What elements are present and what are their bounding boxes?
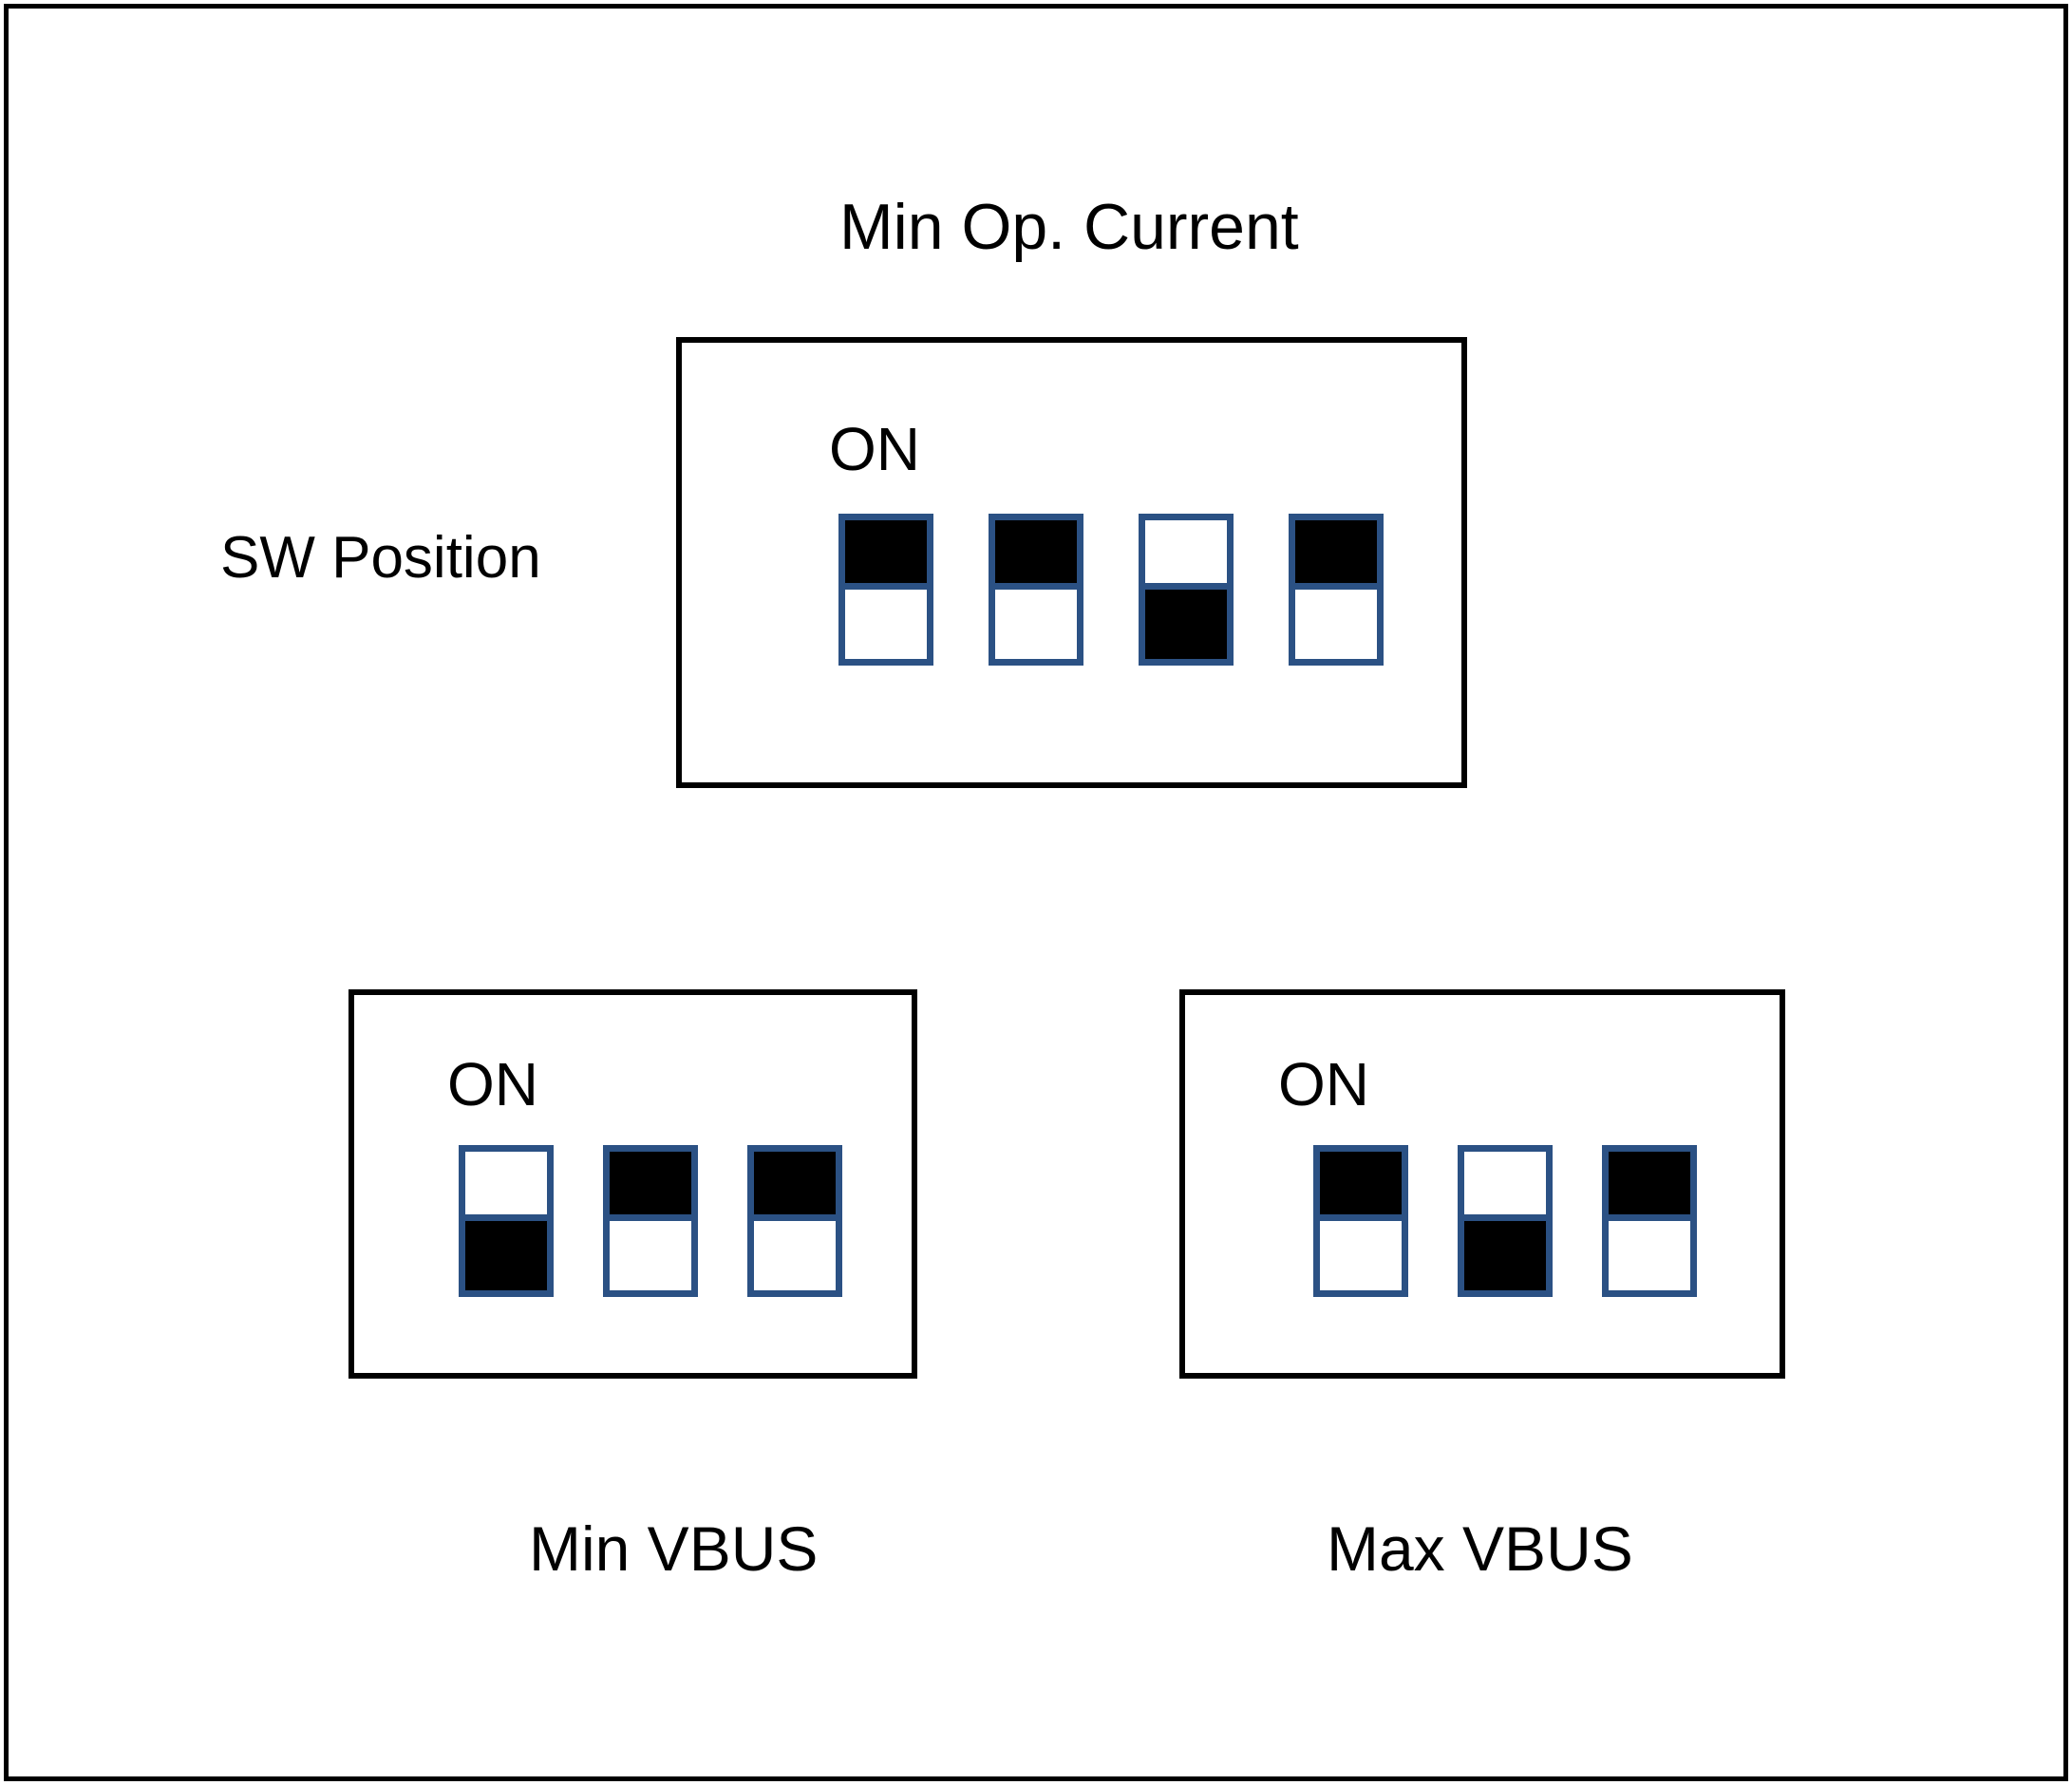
min-vbus-switch-row xyxy=(459,1145,842,1297)
dip-switch-min-op-current-1[interactable] xyxy=(838,514,933,666)
min-op-current-switch-box: ON xyxy=(676,337,1467,788)
dip-half-top xyxy=(465,1152,547,1221)
dip-switch-min-vbus-1[interactable] xyxy=(459,1145,554,1297)
min-vbus-switch-box: ON xyxy=(348,989,917,1379)
min-op-current-title: Min Op. Current xyxy=(839,191,1299,263)
dip-half-bottom xyxy=(754,1221,836,1290)
dip-switch-max-vbus-2[interactable] xyxy=(1458,1145,1553,1297)
dip-half-bottom xyxy=(1320,1221,1402,1290)
dip-half-bottom xyxy=(1464,1221,1546,1290)
max-vbus-switch-row xyxy=(1313,1145,1697,1297)
dip-half-top xyxy=(1609,1152,1690,1221)
dip-switch-min-op-current-2[interactable] xyxy=(989,514,1083,666)
dip-half-bottom xyxy=(1145,590,1227,659)
dip-half-bottom xyxy=(1295,590,1377,659)
dip-switch-min-vbus-2[interactable] xyxy=(603,1145,698,1297)
dip-half-bottom xyxy=(995,590,1077,659)
min-vbus-caption: Min VBUS xyxy=(529,1513,819,1584)
dip-switch-min-vbus-3[interactable] xyxy=(747,1145,842,1297)
dip-switch-min-op-current-3[interactable] xyxy=(1139,514,1234,666)
dip-half-top xyxy=(754,1152,836,1221)
dip-half-top xyxy=(1295,520,1377,590)
dip-half-bottom xyxy=(1609,1221,1690,1290)
dip-half-top xyxy=(1464,1152,1546,1221)
sw-position-label: SW Position xyxy=(220,525,541,591)
max-vbus-on-label: ON xyxy=(1278,1050,1369,1118)
outer-frame xyxy=(4,4,2068,1781)
dip-switch-min-op-current-4[interactable] xyxy=(1289,514,1384,666)
min-op-current-switch-row xyxy=(838,514,1384,666)
dip-half-top xyxy=(1320,1152,1402,1221)
max-vbus-switch-box: ON xyxy=(1179,989,1785,1379)
dip-half-bottom xyxy=(845,590,927,659)
dip-switch-max-vbus-1[interactable] xyxy=(1313,1145,1408,1297)
dip-switch-max-vbus-3[interactable] xyxy=(1602,1145,1697,1297)
max-vbus-caption: Max VBUS xyxy=(1327,1513,1633,1584)
dip-half-bottom xyxy=(465,1221,547,1290)
dip-half-top xyxy=(995,520,1077,590)
dip-half-top xyxy=(610,1152,691,1221)
dip-half-top xyxy=(845,520,927,590)
dip-half-bottom xyxy=(610,1221,691,1290)
min-op-current-on-label: ON xyxy=(829,415,920,483)
dip-half-top xyxy=(1145,520,1227,590)
min-vbus-on-label: ON xyxy=(447,1050,538,1118)
